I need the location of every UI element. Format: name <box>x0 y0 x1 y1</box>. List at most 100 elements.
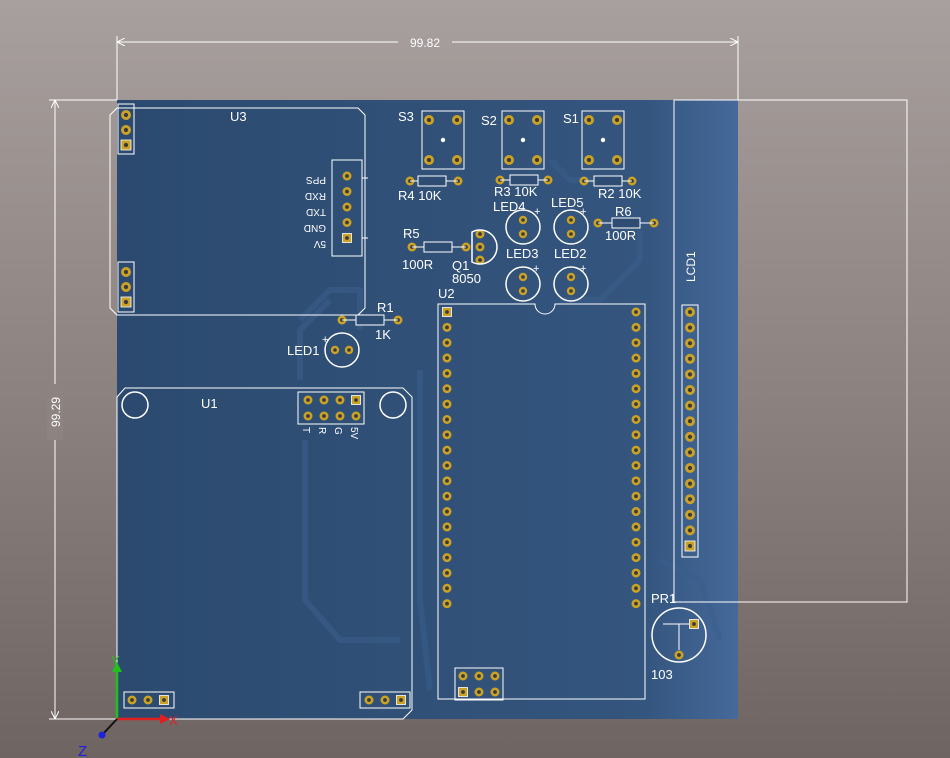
led2-label: LED2 <box>554 246 587 261</box>
pad-hole <box>454 117 460 123</box>
u1-mount-hole-left <box>121 391 149 419</box>
pad-hole <box>445 525 449 529</box>
pad-hole <box>123 142 129 148</box>
r2-label: R2 10K <box>598 186 642 201</box>
pad-hole <box>634 571 638 575</box>
led-led1[interactable]: LED1 + <box>287 332 360 368</box>
pad-hole <box>445 601 449 606</box>
led3-plus: + <box>533 263 539 275</box>
dimension-width-label: 99.82 <box>410 36 440 50</box>
resistor-r1[interactable]: R1 1K <box>342 300 398 342</box>
pad-hole <box>123 299 129 305</box>
r5-label: R5 <box>403 226 420 241</box>
pad-hole <box>634 371 638 376</box>
pad-hole <box>333 348 337 352</box>
pad-hole <box>338 398 342 402</box>
pad-hole <box>687 341 693 346</box>
switch-s3[interactable]: S3 <box>398 109 465 170</box>
led-led2[interactable]: LED2 + <box>553 246 589 302</box>
resistor-r3[interactable]: R3 10K <box>494 174 548 199</box>
led-led5[interactable]: LED5 + <box>551 195 589 245</box>
pad-hole <box>634 402 638 406</box>
resistor-r6[interactable]: R6 100R <box>598 204 654 243</box>
pad-hole <box>461 690 465 694</box>
switch-s1[interactable]: S1 <box>563 110 625 170</box>
s1-label: S1 <box>563 111 579 126</box>
resistor-r5[interactable]: R5 100R <box>402 226 466 272</box>
axis-x-label: X <box>169 713 178 728</box>
pad-hole <box>445 402 449 406</box>
led5-plus: + <box>580 206 586 218</box>
pad-hole <box>687 450 693 455</box>
pad-hole <box>634 494 638 499</box>
pad-hole <box>634 386 638 391</box>
resistor-r2[interactable]: R2 10K <box>584 175 642 201</box>
r6-value: 100R <box>605 228 636 243</box>
transistor-q1[interactable]: Q1 8050 <box>452 229 498 286</box>
led-led4[interactable]: LED4 + <box>493 199 541 245</box>
u1-module[interactable]: U1 T R G 5V <box>116 387 413 720</box>
axis-gizmo: X Y Z <box>78 653 178 758</box>
pad-hole <box>338 414 342 418</box>
led-led3[interactable]: LED3 + <box>505 246 541 302</box>
led4-label: LED4 <box>493 199 526 214</box>
pad-hole <box>634 478 638 483</box>
pad-hole <box>445 448 449 453</box>
q1-value: 8050 <box>452 271 481 286</box>
pad-hole <box>461 674 465 678</box>
pad-hole <box>478 232 482 236</box>
pad-hole <box>634 555 638 560</box>
pad-hole <box>123 112 129 118</box>
pad-hole <box>634 586 638 591</box>
u1-pin-g: G <box>332 427 343 435</box>
pad-hole <box>354 398 358 402</box>
pad-hole <box>634 432 638 437</box>
pad-hole <box>445 417 449 422</box>
pad-hole <box>687 543 693 549</box>
dimension-width: 99.82 <box>116 34 739 100</box>
pad-hole <box>687 512 693 517</box>
pad-hole <box>687 465 693 471</box>
pad-hole <box>347 348 351 352</box>
pad-hole <box>445 310 449 314</box>
pad-hole <box>687 481 693 486</box>
r1-value: 1K <box>375 327 391 342</box>
pad-hole <box>506 117 512 123</box>
pad-hole <box>367 698 371 702</box>
switch-s2[interactable]: S2 <box>481 110 545 170</box>
lcd1-label: LCD1 <box>684 251 698 282</box>
pad-hole <box>634 509 638 514</box>
u1-pin-r: R <box>316 427 327 434</box>
pad-hole <box>130 698 134 702</box>
pad-hole <box>692 622 696 626</box>
pad-hole <box>383 698 387 702</box>
axis-z-label: Z <box>78 743 87 758</box>
switch-center-dot <box>440 137 446 143</box>
u1-mount-hole-right <box>379 391 407 419</box>
q1-label: Q1 <box>452 258 469 273</box>
pad-hole <box>445 371 449 376</box>
pad-hole <box>687 356 693 361</box>
pad-hole <box>634 525 638 529</box>
u2-microcontroller[interactable]: U2 <box>437 286 646 701</box>
pad-hole <box>445 325 449 330</box>
pad-hole <box>445 356 449 360</box>
pad-hole <box>345 205 349 209</box>
pr1-value: 103 <box>651 667 673 682</box>
pad-hole <box>445 509 449 514</box>
pad-hole <box>493 690 497 694</box>
u3-gps-module[interactable]: U3 PPS RXD TXD GND 5V <box>109 103 368 316</box>
pad-hole <box>426 157 432 163</box>
led1-plus: + <box>322 334 328 346</box>
pad-hole <box>322 398 326 402</box>
photoresistor-pr1[interactable]: PR1 103 <box>651 591 707 682</box>
resistor-r4[interactable]: R4 10K <box>398 175 458 203</box>
gps-pin-rxd: RXD <box>305 190 326 201</box>
pad-hole <box>634 540 638 545</box>
pad-hole <box>506 157 512 163</box>
dimension-height-label: 99.29 <box>49 397 63 427</box>
pad-hole <box>123 284 129 290</box>
pad-hole <box>569 289 573 293</box>
lcd1-footprint[interactable]: LCD1 <box>673 99 908 603</box>
